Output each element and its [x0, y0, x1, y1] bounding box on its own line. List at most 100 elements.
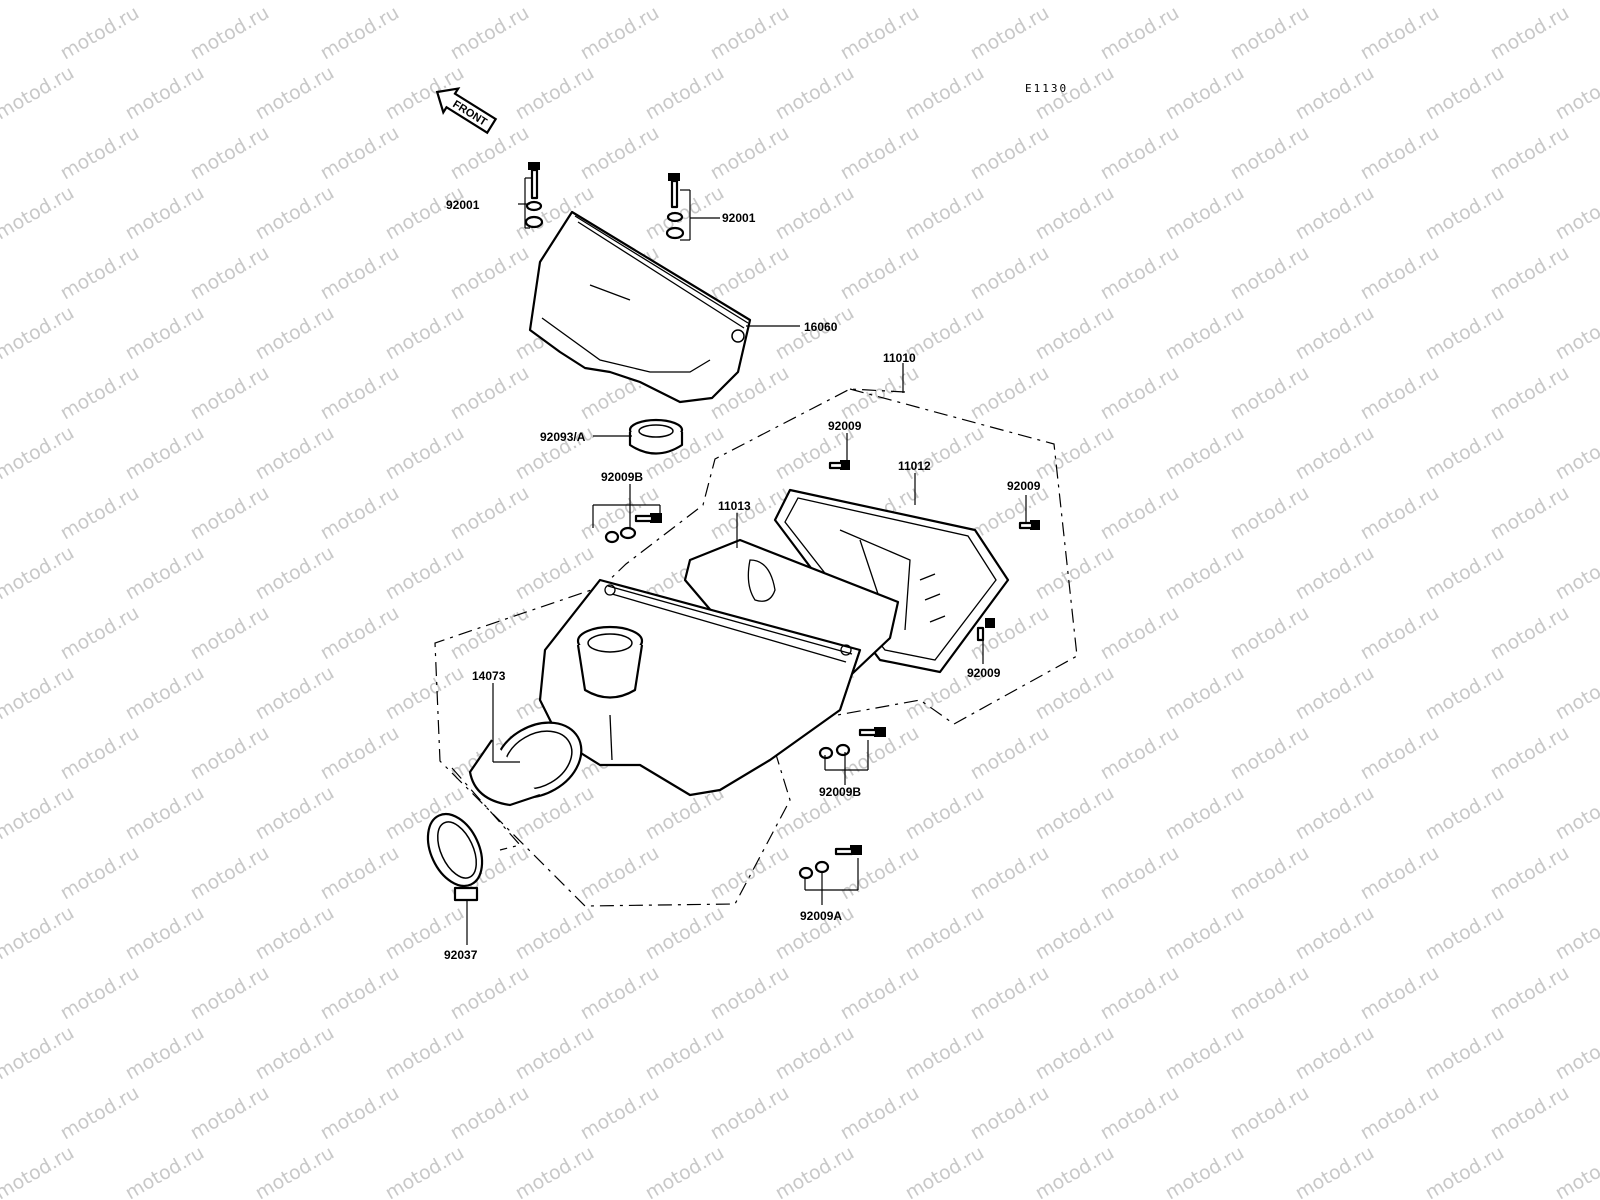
watermark-text: motod.ru [1097, 2, 1183, 65]
watermark-text: motod.ru [1097, 842, 1183, 905]
watermark-text: motod.ru [317, 722, 403, 785]
watermark-text: motod.ru [252, 902, 338, 965]
watermark-text: motod.ru [1162, 302, 1248, 365]
part-label-92009-top: 92009 [828, 419, 862, 433]
part-label-92009a: 92009A [800, 909, 842, 923]
watermark-text: motod.ru [252, 1142, 338, 1200]
watermark-text: motod.ru [1487, 122, 1573, 185]
watermark-text: motod.ru [122, 302, 208, 365]
watermark-text: motod.ru [1032, 542, 1118, 605]
screw-92009-lower-icon [976, 618, 995, 642]
watermark-text: motod.ru [707, 2, 793, 65]
watermark-text: motod.ru [187, 362, 273, 425]
watermark-text: motod.ru [967, 362, 1053, 425]
watermark-text: motod.ru [1292, 1022, 1378, 1085]
part-label-92093a: 92093/A [540, 430, 586, 444]
watermark-text: motod.ru [57, 2, 143, 65]
watermark-text: motod.ru [447, 2, 533, 65]
watermark-text: motod.ru [1552, 422, 1600, 485]
watermark-text: motod.ru [252, 0, 338, 4]
watermark-text: motod.ru [902, 1142, 988, 1200]
watermark-text: motod.ru [382, 422, 468, 485]
watermark-text: motod.ru [707, 1082, 793, 1145]
watermark-text: motod.ru [1227, 362, 1313, 425]
watermark-text: motod.ru [57, 602, 143, 665]
watermark-text: motod.ru [1552, 662, 1600, 725]
diagram-code: E1130 [1025, 82, 1068, 95]
watermark-text: motod.ru [122, 1022, 208, 1085]
watermark-text: motod.ru [187, 722, 273, 785]
part-label-92001-left: 92001 [446, 198, 480, 212]
watermark-text: motod.ru [1097, 122, 1183, 185]
watermark-text: motod.ru [1162, 902, 1248, 965]
watermark-text: motod.ru [382, 542, 468, 605]
watermark-text: motod.ru [902, 1022, 988, 1085]
watermark-text: motod.ru [967, 2, 1053, 65]
watermark-text: motod.ru [1292, 62, 1378, 125]
watermark-text: motod.ru [1422, 1142, 1508, 1200]
watermark-text: motod.ru [187, 842, 273, 905]
watermark-text: motod.ru [772, 1022, 858, 1085]
watermark-text: motod.ru [1097, 1082, 1183, 1145]
watermark-text: motod.ru [252, 422, 338, 485]
watermark-text: motod.ru [1552, 902, 1600, 965]
watermark-text: motod.ru [122, 782, 208, 845]
watermark-text: motod.ru [0, 182, 78, 245]
watermark-text: motod.ru [772, 1142, 858, 1200]
watermark-text: motod.ru [577, 2, 663, 65]
watermark-text: motod.ru [252, 302, 338, 365]
watermark-text: motod.ru [1552, 1022, 1600, 1085]
watermark-text: motod.ru [837, 2, 923, 65]
watermark-text: motod.ru [1097, 482, 1183, 545]
watermark-text: motod.ru [317, 362, 403, 425]
watermark-text: motod.ru [187, 242, 273, 305]
watermark-text: motod.ru [1032, 0, 1118, 4]
watermark-text: motod.ru [1227, 122, 1313, 185]
watermark-text: motod.ru [967, 122, 1053, 185]
watermark-text: motod.ru [1487, 962, 1573, 1025]
watermark-text: motod.ru [187, 602, 273, 665]
watermark-text: motod.ru [642, 902, 728, 965]
watermark-text: motod.ru [382, 182, 468, 245]
watermark-text: motod.ru [1487, 602, 1573, 665]
watermark-text: motod.ru [1292, 422, 1378, 485]
watermark-text: motod.ru [0, 1022, 78, 1085]
watermark-text: motod.ru [902, 902, 988, 965]
watermark-text: motod.ru [0, 302, 78, 365]
watermark-text: motod.ru [1357, 2, 1443, 65]
watermark-text: motod.ru [1162, 182, 1248, 245]
screw-92009b-upper-icon [604, 513, 662, 544]
watermark-text: motod.ru [0, 62, 78, 125]
watermark-text: motod.ru [382, 1022, 468, 1085]
watermark-text: motod.ru [317, 602, 403, 665]
watermark-text: motod.ru [967, 842, 1053, 905]
watermark-text: motod.ru [447, 122, 533, 185]
intake-duct-14073 [468, 721, 583, 807]
watermark-text: motod.ru [1032, 782, 1118, 845]
watermark-text: motod.ru [57, 962, 143, 1025]
watermark-text: motod.ru [1357, 842, 1443, 905]
watermark-text: motod.ru [1162, 782, 1248, 845]
bolt-92001-left-icon [524, 162, 544, 229]
watermark-text: motod.ru [1422, 302, 1508, 365]
watermark-text: motod.ru [57, 722, 143, 785]
watermark-text: motod.ru [122, 542, 208, 605]
watermark-text: motod.ru [122, 902, 208, 965]
part-label-16060: 16060 [804, 320, 838, 334]
watermark-text: motod.ru [187, 122, 273, 185]
watermark-text: motod.ru [1162, 1022, 1248, 1085]
watermark-text: motod.ru [1357, 482, 1443, 545]
watermark-text: motod.ru [902, 0, 988, 4]
air-cleaner-cover [528, 210, 752, 404]
watermark-text: motod.ru [122, 422, 208, 485]
watermark-text: motod.ru [1487, 242, 1573, 305]
watermark-text: motod.ru [1032, 902, 1118, 965]
watermark-text: motod.ru [1162, 0, 1248, 4]
watermark-text: motod.ru [382, 662, 468, 725]
watermark-text: motod.ru [1227, 602, 1313, 665]
watermark-text: motod.ru [1487, 362, 1573, 425]
part-labels: 92001 92001 16060 11010 92093/A 92009 11… [444, 198, 1041, 962]
watermark-text: motod.ru [0, 0, 78, 4]
watermark-text: motod.ru [57, 122, 143, 185]
watermark-text: motod.ru [1097, 602, 1183, 665]
